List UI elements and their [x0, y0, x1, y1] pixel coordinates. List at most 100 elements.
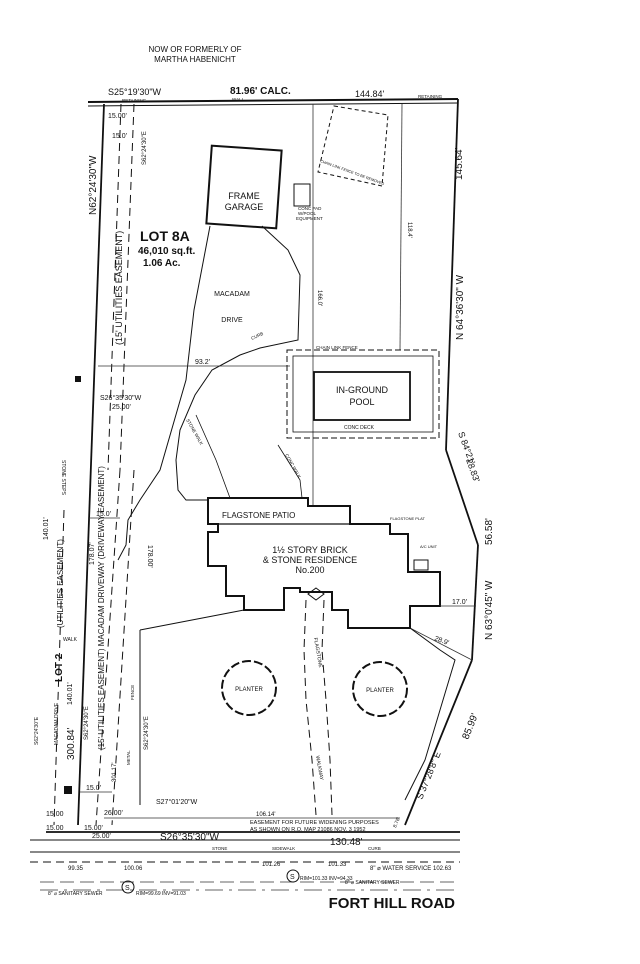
utilities-easement-15-label: (15' UTILITIES EASEMENT) [114, 231, 124, 345]
dim-932: 93.2' [195, 359, 210, 366]
utility-easement-dashes [53, 103, 135, 826]
dim-1500-c: 15.00' [84, 825, 103, 832]
conc-deck [292, 355, 434, 433]
conc-pad [293, 183, 311, 207]
bearing-strip-top: S62°24'30"E [142, 131, 148, 165]
dim-170: 17.0' [452, 599, 467, 606]
bearing-strip2: S62°24'30"E [84, 706, 90, 740]
bearing-lot2: S62°24'30"E [34, 716, 40, 745]
manhole-icon: S [121, 880, 135, 894]
lot2-marker [64, 786, 72, 794]
bearing-bottom: S27°01'20"W [156, 798, 198, 806]
macadam-drive-outline [117, 225, 301, 561]
dim-876: 8.76' [392, 817, 402, 829]
macadam-drive-small: MACADAM DRIVE [54, 702, 60, 745]
residence-outline [207, 497, 441, 629]
dim-15-d: 15.0' [86, 785, 101, 792]
curb-label: CURB [250, 331, 264, 341]
macadam-drive-label1: MACADAM [214, 291, 250, 298]
lot-acres: 1.06 Ac. [143, 258, 181, 269]
stone-walk-path [195, 414, 231, 499]
bearing-mid: S26°35'30"W [100, 394, 142, 402]
conc-pad-label1: CONC PAD [298, 206, 322, 211]
sanitary-sewer-right: 8" ⌀ SANITARY SEWER [345, 880, 400, 886]
steps-icon [413, 559, 429, 571]
retaining-label-left: RETAINING [122, 98, 147, 103]
dim-30084: 300.84' [66, 727, 77, 760]
top-distance-calc: 81.96' CALC. [230, 86, 291, 97]
top-boundary-line [87, 98, 459, 107]
walk-label: WALK [63, 637, 78, 643]
dim-289: 28.9' [433, 635, 449, 647]
wall-label: WALL [232, 97, 245, 102]
lot-area: 46,010 sq.ft. [138, 246, 195, 257]
road-name: FORT HILL ROAD [329, 895, 456, 912]
stone-steps-label: STONE STEPS [60, 460, 66, 496]
easement-note1: EASEMENT FOR FUTURE WIDENING PURPOSES [250, 820, 379, 826]
sidewalk-label: SIDEWALK [272, 846, 295, 851]
left-boundary-line [77, 103, 105, 826]
easement-note2: AS SHOWN ON R.O. MAP 21086 NOV. 3 1952 [250, 827, 366, 833]
owner-label-line2: MARTHA HABENICHT [154, 55, 236, 64]
in-ground-pool [313, 371, 411, 421]
flagstone-walk-label: FLAGSTONE [312, 637, 323, 668]
planter-right-label: PLANTER [366, 688, 394, 694]
dim-17807: 178.07' [89, 542, 96, 565]
frame-garage-label1: FRAME [228, 191, 260, 201]
dim-10614: 106.14' [256, 812, 276, 818]
flagstone-plat-label: FLAGSTONE PLAT [390, 516, 426, 521]
dim-15-b: 15.0' [112, 133, 127, 140]
utilities-easement-label: (UTILITIES EASEMENT) [56, 539, 65, 628]
planter-left-label: PLANTER [235, 687, 263, 693]
bottom-distance: 130.48' [330, 837, 363, 848]
right-distance-3: 56.58' [484, 518, 495, 545]
conc-deck-label: CONC DECK [344, 425, 375, 431]
top-distance: 144.84' [355, 89, 385, 99]
walkway-label: WALKWAY [314, 755, 324, 781]
ac-unit-label: A/C UNIT [420, 544, 438, 549]
dim-line-1184 [399, 103, 403, 351]
water-valve-right: 101.26 [262, 862, 281, 868]
pool-label1: IN-GROUND [336, 385, 388, 395]
macadam-drive-label2: DRIVE [221, 317, 243, 324]
right-bearing-3: N 63°0'45" W [484, 580, 495, 640]
water-service-label: 8" ⌀ WATER SERVICE 102.63 [370, 866, 452, 872]
curb-bottom-label: CURB [368, 846, 381, 851]
dim-14001: 140.01' [43, 517, 50, 540]
retaining-label-right: RETAINING [418, 94, 443, 99]
fence-to-be-removed-label: CHAIN LINK FENCE TO BE REMOVED [320, 159, 385, 186]
conc-walk-label: CONC WALK [284, 453, 302, 479]
residence-label2: & STONE RESIDENCE [263, 555, 357, 565]
chain-link-fence-label: CHAIN LINK FENCE [316, 345, 358, 350]
right-distance-top: 145.64' [454, 147, 465, 180]
fence-label: FENCE [130, 685, 135, 700]
lot2-label: LOT 2 [54, 653, 65, 682]
frame-garage [205, 144, 283, 230]
planter-right [352, 661, 408, 717]
dim-1500-b: 15.00 [46, 825, 64, 832]
frame-garage-label2: GARAGE [225, 202, 264, 212]
dim-1660: 166.0' [316, 290, 322, 306]
conc-pad-label3: EQUIPMENT [296, 216, 323, 221]
water-valve-left: 99.35 [68, 866, 84, 872]
left-bearing: N62°24'30"W [88, 155, 99, 215]
fence-to-be-removed [317, 105, 389, 187]
rim-inv-right: RIM=101.33 INV=94.33 [300, 876, 353, 882]
manhole-icon-right: S [286, 869, 300, 883]
svg-text:S: S [125, 885, 130, 892]
water-valve-r2: 101.33 [328, 862, 347, 868]
bottom-bearing: S26°35'30"W [160, 832, 219, 843]
conc-pad-label2: W/POOL [298, 211, 316, 216]
right-bearing-4: S 37°28'8" E [415, 750, 443, 801]
dim-15-c: 15.0' [96, 511, 111, 518]
right-bearing-top: N 64°36'30" W [455, 274, 466, 340]
macadam-driveway-label: (15' UTILITIES EASEMENT) MACADAM DRIVEWA… [97, 466, 106, 750]
flagstone-patio-label: FLAGSTONE PATIO [222, 511, 295, 520]
dim-17800: 178.00' [146, 545, 153, 568]
pool-fence [286, 349, 440, 439]
dim-2500: 25.00' [92, 833, 111, 840]
dim-1500-a: 15.00 [46, 811, 64, 818]
stone-walk-label: STONE WALK [185, 418, 204, 446]
conc-walk-path [277, 444, 303, 499]
